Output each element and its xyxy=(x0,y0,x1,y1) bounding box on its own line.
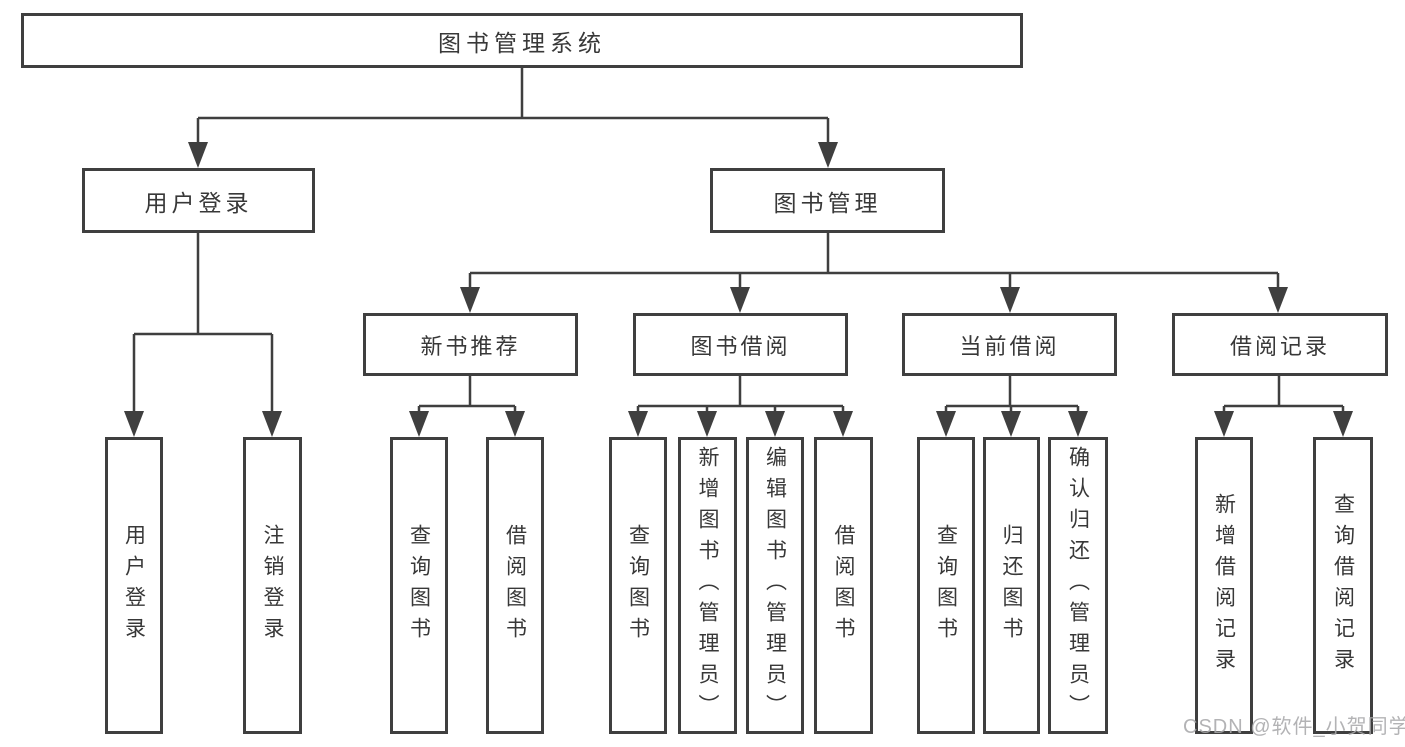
leaf-search-books-borrowing: 查询图书 xyxy=(609,437,667,734)
leaf-edit-book-admin: 编辑图书（管理员） xyxy=(746,437,804,734)
connector-user-login-branch xyxy=(124,233,282,437)
leaf-borrow-books-recommend: 借阅图书 xyxy=(486,437,544,734)
node-book-borrowing: 图书借阅 xyxy=(633,313,848,376)
connector-root-to-level2 xyxy=(188,68,838,168)
leaf-search-books-current: 查询图书 xyxy=(917,437,975,734)
connector-borrowing-records-branch xyxy=(1214,376,1353,437)
leaf-user-login: 用户登录 xyxy=(105,437,163,734)
leaf-logout: 注销登录 xyxy=(243,437,302,734)
connector-book-borrowing-branch xyxy=(628,376,853,437)
connector-current-borrowing-branch xyxy=(936,376,1088,437)
node-current-borrowing: 当前借阅 xyxy=(902,313,1117,376)
leaf-borrow-books: 借阅图书 xyxy=(814,437,873,734)
node-book-management: 图书管理 xyxy=(710,168,945,233)
leaf-search-borrow-record: 查询借阅记录 xyxy=(1313,437,1373,734)
node-new-book-recommendation: 新书推荐 xyxy=(363,313,578,376)
csdn-watermark: CSDN @软件_小贺同学 xyxy=(1183,716,1405,738)
leaf-search-books-recommend: 查询图书 xyxy=(390,437,448,734)
leaf-add-borrow-record: 新增借阅记录 xyxy=(1195,437,1253,734)
node-borrowing-records: 借阅记录 xyxy=(1172,313,1388,376)
node-library-management-system: 图书管理系统 xyxy=(21,13,1023,68)
leaf-add-book-admin: 新增图书（管理员） xyxy=(678,437,737,734)
leaf-confirm-return-admin: 确认归还（管理员） xyxy=(1048,437,1108,734)
node-user-login: 用户登录 xyxy=(82,168,315,233)
connector-new-book-recommendation-branch xyxy=(409,376,525,437)
connector-book-management-branch xyxy=(460,233,1288,313)
leaf-return-books: 归还图书 xyxy=(983,437,1040,734)
